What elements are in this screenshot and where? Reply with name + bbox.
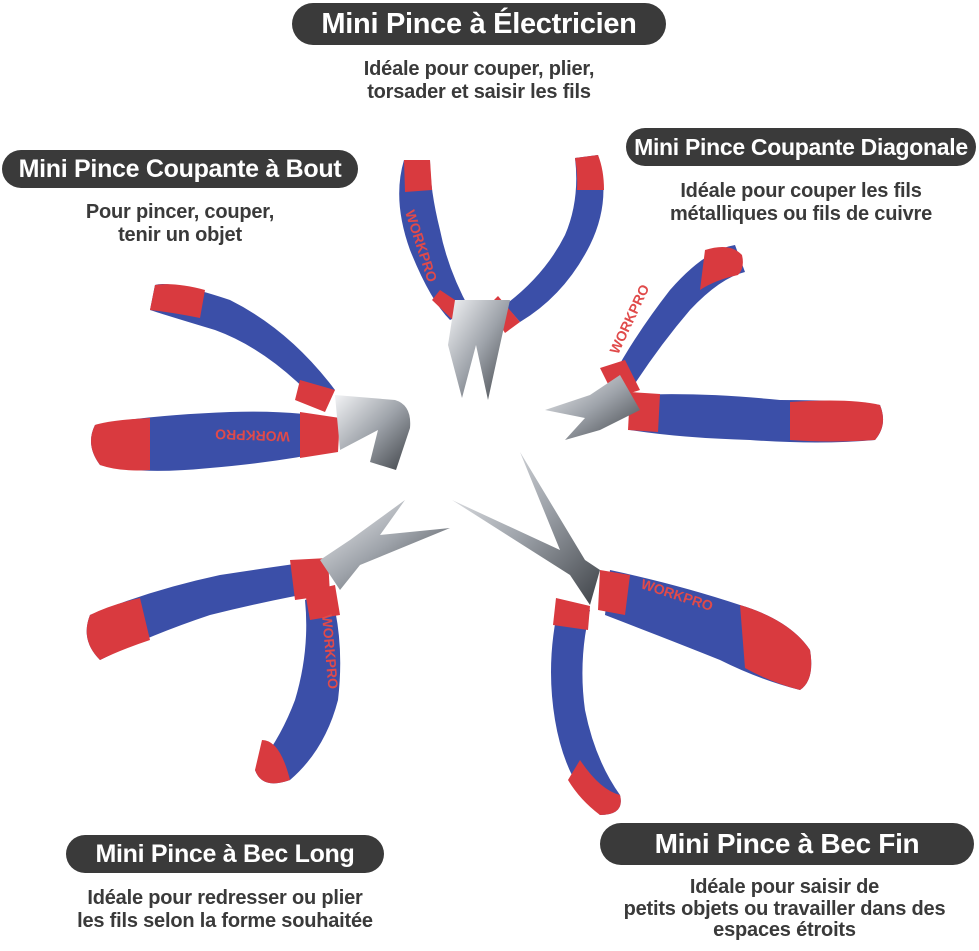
desc-bec-fin-line2: petits objets ou travailler dans des (623, 897, 946, 920)
plier-coupante-bout-image: WORKPRO (91, 284, 411, 471)
desc-bec-long-line1: Idéale pour redresser ou plier (87, 887, 363, 909)
desc-electricien-line2: torsader et saisir les fils (367, 81, 591, 103)
desc-bec-fin: Idéale pour saisir de petits objets ou t… (590, 876, 979, 942)
title-electricien: Mini Pince à Électricien (292, 3, 666, 45)
desc-bec-fin-line3: espaces étroits (713, 919, 856, 942)
desc-coupante-bout-line1: Pour pincer, couper, (85, 201, 275, 223)
desc-coupante-bout: Pour pincer, couper, tenir un objet (2, 201, 358, 247)
plier-coupante-diagonale-image: WORKPRO (545, 245, 884, 443)
brand-label-4: WORKPRO (319, 614, 341, 690)
title-bec-long: Mini Pince à Bec Long (66, 835, 384, 873)
title-coupante-bout: Mini Pince Coupante à Bout (2, 150, 358, 188)
desc-electricien-line1: Idéale pour couper, plier, (363, 58, 595, 80)
desc-bec-fin-line1: Idéale pour saisir de (689, 876, 880, 898)
title-coupante-diagonale: Mini Pince Coupante Diagonale (626, 128, 976, 166)
plier-electricien-image: WORKPRO (399, 155, 604, 400)
title-bec-fin: Mini Pince à Bec Fin (600, 823, 974, 865)
brand-label-2: WORKPRO (215, 426, 290, 445)
desc-bec-long-line2: les fils selon la forme souhaitée (77, 910, 373, 932)
plier-bec-long-image: WORKPRO (86, 500, 450, 784)
desc-coupante-diagonale: Idéale pour couper les fils métalliques … (626, 180, 976, 226)
desc-bec-long: Idéale pour redresser ou plier les fils … (40, 887, 410, 933)
desc-electricien: Idéale pour couper, plier, torsader et s… (292, 58, 666, 104)
desc-coupante-diagonale-line1: Idéale pour couper les fils (680, 180, 922, 202)
plier-bec-fin-image: WORKPRO (452, 452, 812, 815)
desc-coupante-diagonale-line2: métalliques ou fils de cuivre (669, 203, 933, 225)
desc-coupante-bout-line2: tenir un objet (118, 224, 242, 246)
